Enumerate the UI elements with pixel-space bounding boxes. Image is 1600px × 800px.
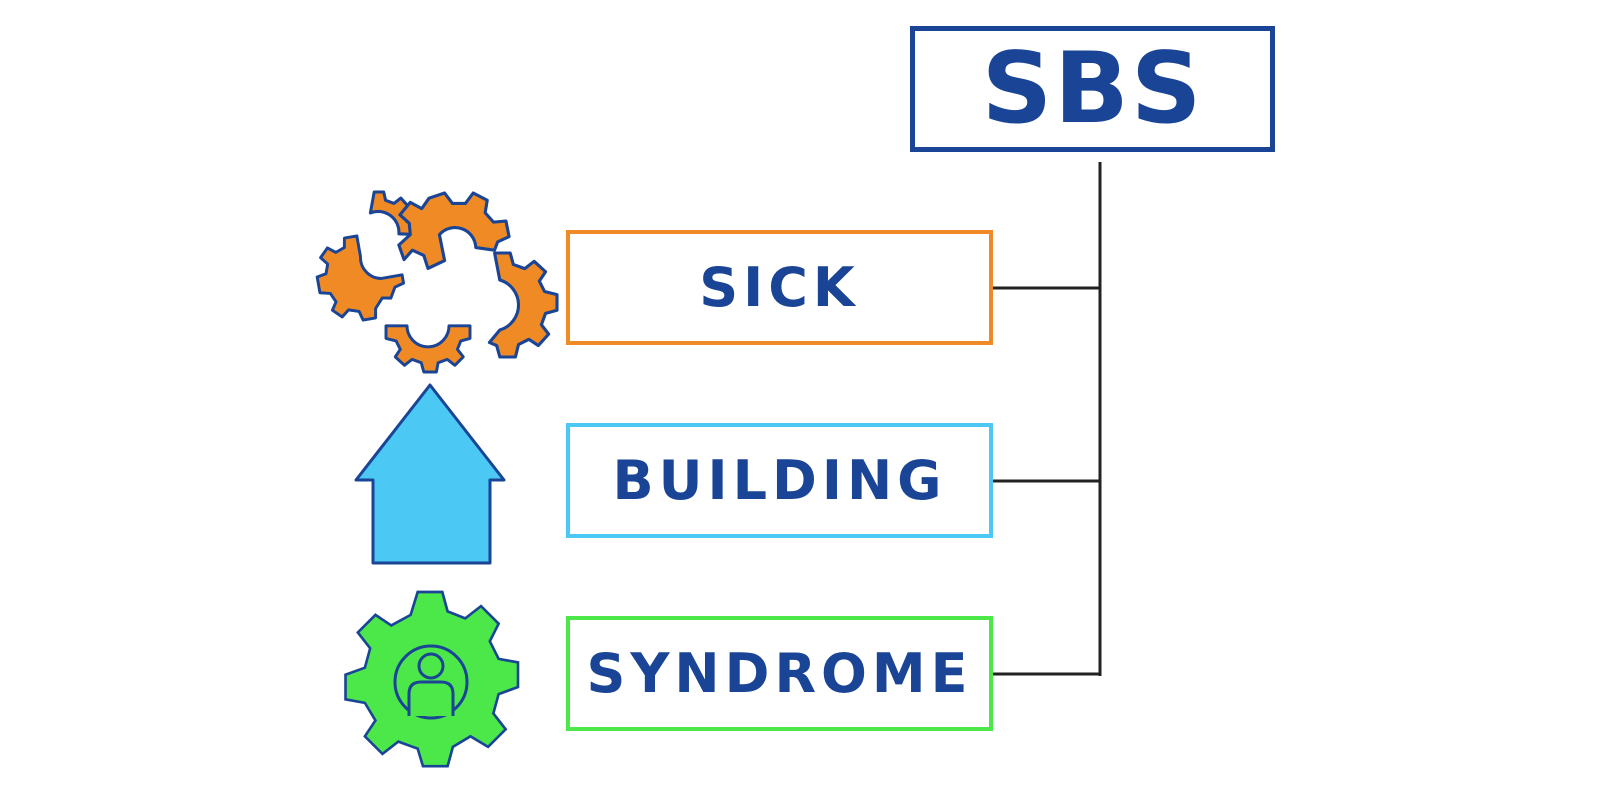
house-icon (354, 383, 506, 565)
word-label-sick: SICK (699, 255, 860, 319)
acronym-box: SBS (910, 26, 1275, 152)
gears-icon (315, 190, 559, 374)
connector-lines (993, 162, 1102, 676)
word-box-sick: SICK (566, 230, 993, 345)
word-box-building: BUILDING (566, 423, 993, 538)
word-box-syndrome: SYNDROME (566, 616, 993, 731)
word-label-syndrome: SYNDROME (586, 641, 973, 705)
acronym-title: SBS (981, 32, 1204, 146)
user-gear-icon (346, 592, 518, 766)
word-label-building: BUILDING (612, 448, 947, 512)
